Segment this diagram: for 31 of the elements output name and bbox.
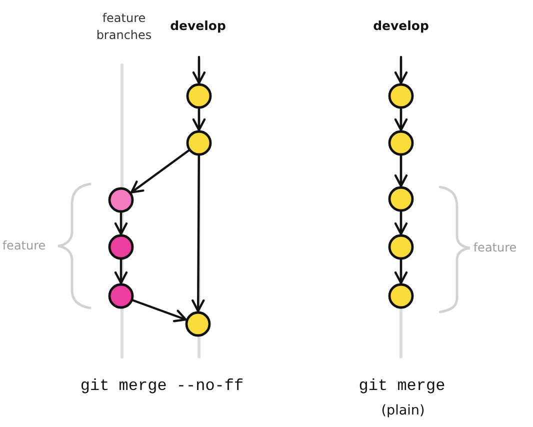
commit-circle	[108, 283, 134, 309]
commit-circle	[185, 311, 211, 337]
branch-heading: develop	[170, 18, 226, 34]
brace-label: feature	[2, 238, 46, 254]
arrow	[114, 211, 128, 236]
commit-circle	[186, 130, 212, 156]
arrow	[132, 299, 188, 322]
commit-circle	[108, 187, 134, 213]
arrow	[192, 154, 205, 313]
commit-circle	[388, 130, 414, 156]
arrow	[394, 154, 408, 188]
arrow	[394, 56, 408, 85]
command-text: git merge	[358, 376, 446, 396]
commit-circle	[388, 83, 414, 109]
commit-circle	[388, 283, 414, 309]
command-text: git merge --no-ff	[80, 376, 244, 396]
branch-heading: develop	[373, 18, 429, 34]
arrow	[192, 56, 206, 85]
commit-circle	[388, 234, 414, 260]
arrow	[394, 210, 408, 236]
brace-label: feature	[473, 240, 517, 256]
arrow	[114, 258, 128, 285]
commit-circle	[388, 186, 414, 212]
arrow	[394, 107, 408, 132]
commit-circle	[186, 83, 212, 109]
caption-text: (plain)	[381, 402, 425, 420]
arrow	[130, 149, 190, 194]
commit-circle	[108, 234, 134, 260]
arrow	[192, 107, 206, 132]
branch-heading: feature branches	[95, 10, 153, 44]
arrow	[394, 258, 408, 285]
